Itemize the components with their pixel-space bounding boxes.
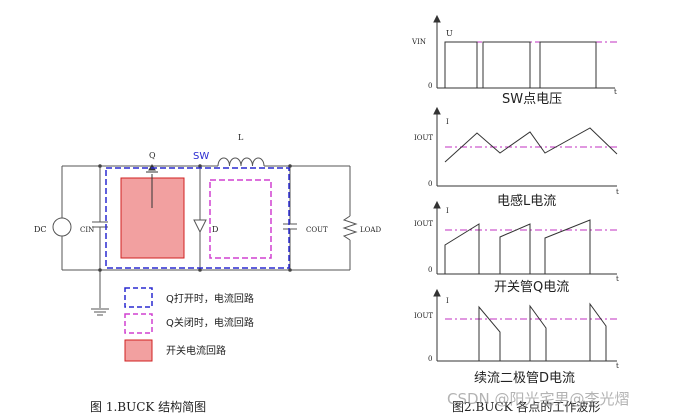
legend-swatch-q-off: [124, 313, 153, 334]
label-l: L: [238, 133, 244, 142]
plot-sw-voltage: U VIN 0 t SW点电压: [411, 14, 617, 107]
plot1-title: SW点电压: [502, 92, 562, 107]
label-dc: DC: [34, 225, 47, 234]
label-q: Q: [149, 151, 156, 160]
plot3-ref-label: IOUT: [414, 220, 433, 228]
right-figure-caption: 图2.BUCK 各点的工作波形: [452, 399, 600, 414]
plot3-title: 开关管Q电流: [494, 280, 569, 295]
plot-switch-current: I IOUT 0 t 开关管Q电流: [414, 200, 619, 295]
plot2-title: 电感L电流: [497, 193, 556, 209]
plot1-zero-label: 0: [428, 82, 432, 90]
label-cout: COUT: [306, 226, 328, 234]
legend-text-q-on: Q打开时，电流回路: [166, 292, 254, 305]
label-d: D: [212, 225, 218, 234]
plot4-zero-label: 0: [428, 355, 432, 363]
plot1-ref-label: VIN: [411, 38, 426, 46]
legend-text-switch: 开关电流回路: [166, 344, 226, 357]
buck-schematic: [52, 157, 358, 316]
plot3-y-axis-label: I: [446, 207, 449, 215]
plot4-y-axis-label: I: [446, 297, 449, 305]
q-on-current-loop: [105, 167, 290, 269]
plot3-x-axis-label: t: [616, 275, 619, 283]
plot-inductor-current: I IOUT 0 t 电感L电流: [414, 106, 619, 209]
label-load: LOAD: [360, 226, 381, 234]
watermark: CSDN @阳光宅男@李光熠: [447, 390, 630, 408]
plot4-x-axis-label: t: [616, 362, 619, 370]
legend-swatch-switch: [124, 339, 153, 362]
plot3-zero-label: 0: [428, 266, 432, 274]
legend-swatch-q-on: [124, 287, 153, 308]
plot2-x-axis-label: t: [616, 188, 619, 196]
plot2-zero-label: 0: [428, 180, 432, 188]
left-figure-caption: 图 1.BUCK 结构简图: [90, 399, 206, 414]
legend-text-q-off: Q关闭时，电流回路: [166, 316, 254, 329]
plot1-y-axis-label: U: [446, 29, 453, 38]
plot4-title: 续流二极管D电流: [474, 371, 575, 386]
schematic-nodes: [98, 164, 292, 272]
label-cin: CIN: [80, 226, 94, 234]
plot2-y-axis-label: I: [446, 118, 449, 126]
q-off-current-loop: [209, 179, 272, 259]
plot-diode-current: I IOUT 0 t 续流二极管D电流: [414, 288, 619, 386]
plot1-x-axis-label: t: [614, 88, 617, 96]
label-sw: SW: [193, 151, 209, 162]
legend: Q打开时，电流回路 Q关闭时，电流回路 开关电流回路: [124, 287, 254, 362]
plot4-ref-label: IOUT: [414, 312, 433, 320]
plot2-ref-label: IOUT: [414, 134, 433, 142]
